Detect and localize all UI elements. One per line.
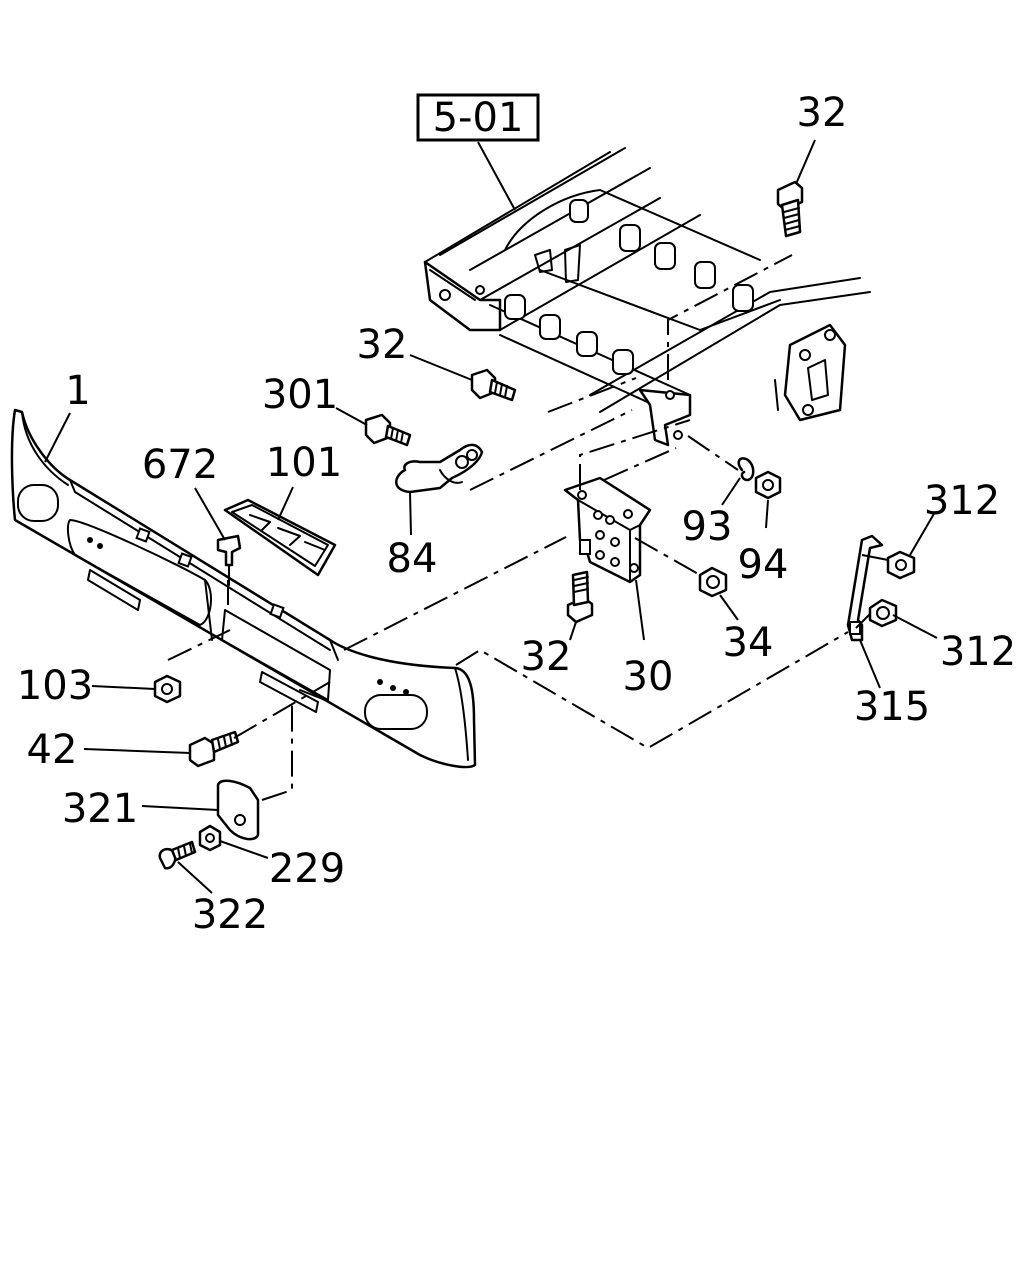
bolt-301 <box>364 413 412 447</box>
bolt-32-mid <box>470 368 517 402</box>
label-32-mid: 32 <box>357 322 408 368</box>
tow-hook-84 <box>395 443 484 494</box>
label-84: 84 <box>387 536 438 582</box>
bracket-30 <box>563 476 652 584</box>
reference-box-label: 5-01 <box>433 95 524 141</box>
bolt-42 <box>188 730 240 768</box>
label-322: 322 <box>192 892 268 938</box>
label-32-top: 32 <box>797 90 848 136</box>
label-321: 321 <box>62 786 138 832</box>
frame-bracket <box>638 388 692 447</box>
reference-box: 5-01 <box>416 93 540 211</box>
assembly-lines <box>167 254 889 801</box>
pad-101 <box>223 498 337 577</box>
bracket-315 <box>846 534 884 642</box>
bolt-32-top <box>776 180 804 238</box>
washer-93 <box>737 457 755 482</box>
label-312-bottom: 312 <box>940 629 1016 675</box>
nut-103 <box>153 674 182 704</box>
nut-229 <box>198 824 222 852</box>
label-42: 42 <box>27 727 78 773</box>
label-32-bottom: 32 <box>521 634 572 680</box>
label-672: 672 <box>142 442 218 488</box>
bolt-32-bottom <box>566 570 594 624</box>
leader-lines <box>44 139 938 894</box>
label-1: 1 <box>65 368 90 414</box>
nut-94 <box>754 470 782 500</box>
label-94: 94 <box>738 542 789 588</box>
label-229: 229 <box>269 846 345 892</box>
label-34: 34 <box>723 620 774 666</box>
label-301: 301 <box>262 372 338 418</box>
front-bumper <box>10 408 477 769</box>
nut-312-bottom <box>868 598 898 628</box>
label-103: 103 <box>17 663 93 709</box>
label-30: 30 <box>623 654 674 700</box>
label-93: 93 <box>682 504 733 550</box>
bolt-322 <box>158 840 197 870</box>
label-101: 101 <box>266 440 342 486</box>
label-312-top: 312 <box>924 478 1000 524</box>
frame-chassis <box>423 147 871 422</box>
bracket-321 <box>216 779 260 841</box>
nut-312-top <box>886 550 916 580</box>
label-315: 315 <box>854 684 930 730</box>
nut-34 <box>698 566 728 598</box>
